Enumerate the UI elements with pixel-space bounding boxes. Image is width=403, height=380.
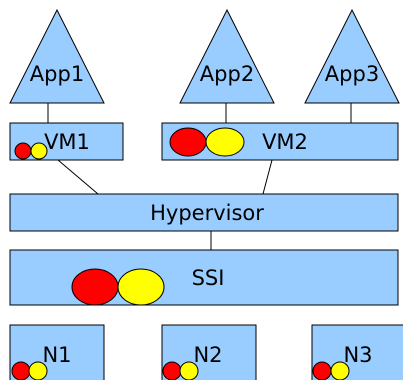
connector-vm2-hypervisor — [262, 159, 273, 195]
connector-vm1-hypervisor — [57, 159, 99, 195]
node-3-yellow-circle — [330, 361, 350, 380]
node-3-red-circle — [312, 361, 332, 380]
node-2-label: N2 — [193, 343, 222, 367]
app-1-label: App1 — [30, 62, 84, 86]
ssi-label: SSI — [192, 266, 225, 290]
ssi-yellow-circle — [117, 268, 165, 306]
vm-1-yellow-circle — [30, 142, 48, 160]
app-3-label: App3 — [325, 62, 379, 86]
vm-1: VM1 — [9, 122, 124, 161]
node-1-label: N1 — [42, 343, 71, 367]
vm-1-red-circle — [14, 142, 32, 160]
vm-2-red-circle — [169, 127, 207, 157]
node-2-red-circle — [162, 361, 182, 380]
node-3-label: N3 — [343, 343, 372, 367]
node-2: N2 — [161, 324, 257, 380]
ssi-layer: SSI — [9, 249, 399, 306]
connectors — [47, 103, 352, 250]
node-1-red-circle — [11, 361, 31, 380]
app-1: App1 — [9, 8, 105, 104]
hypervisor-layer: Hypervisor — [9, 193, 399, 232]
app-3-triangle — [304, 8, 400, 104]
app-1-triangle — [9, 8, 105, 104]
hypervisor-box — [9, 193, 399, 232]
node-3: N3 — [311, 324, 403, 380]
node-1-yellow-circle — [28, 361, 48, 380]
app-2-label: App2 — [200, 62, 254, 86]
vm-2-label: VM2 — [262, 130, 308, 154]
hypervisor-label: Hypervisor — [150, 201, 264, 225]
vm-2-yellow-circle — [205, 127, 245, 157]
vm-1-label: VM1 — [44, 130, 90, 154]
node-2-yellow-circle — [179, 361, 199, 380]
ssi-red-circle — [71, 268, 119, 306]
node-1: N1 — [9, 324, 105, 380]
app-2: App2 — [179, 8, 275, 104]
vm-2: VM2 — [161, 122, 399, 161]
app-2-triangle — [179, 8, 275, 104]
app-3: App3 — [304, 8, 400, 104]
